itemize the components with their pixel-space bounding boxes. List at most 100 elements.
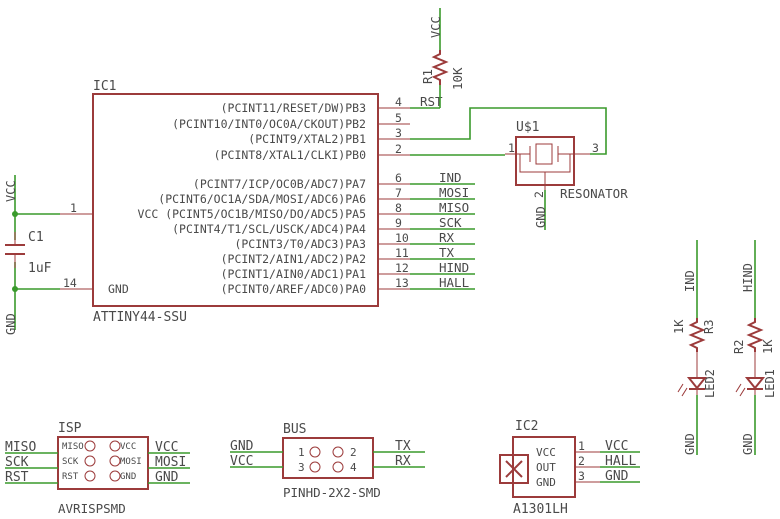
- r1-zigzag: [431, 50, 449, 85]
- resonator-name: U$1: [516, 120, 539, 135]
- net-label-tx: TX: [439, 245, 455, 260]
- bus-pin-number: 3: [298, 461, 305, 474]
- isp-pin-label: MOSI: [120, 457, 142, 467]
- net-label-mosi: MOSI: [439, 185, 469, 200]
- bus-net-label: RX: [395, 454, 411, 469]
- led2-diode-icon: [686, 377, 708, 390]
- net-label-rst: RST: [420, 94, 443, 109]
- r3-net-label: IND: [683, 270, 697, 292]
- net-label-rx: RX: [439, 230, 455, 245]
- r1[interactable]: VCC R1 10K: [420, 8, 465, 108]
- net-label-hind: HIND: [439, 260, 469, 275]
- resonator-pin3: 3: [592, 141, 599, 155]
- ic1-right-nets: [410, 107, 607, 290]
- c1-bottom-net-label: GND: [4, 313, 18, 335]
- r2-zigzag: [746, 318, 764, 352]
- ic1-pin-number: 10: [395, 231, 409, 245]
- ic1-pin-number: 2: [395, 142, 402, 156]
- resonator[interactable]: U$1 1 3 2 GND RESONATOR: [505, 120, 628, 230]
- r1-value: 10K: [450, 67, 465, 90]
- isp-header[interactable]: ISP AVRISPSMD MISO SCK RST VCC MOSI GND …: [5, 421, 190, 516]
- r2-value: 1K: [761, 339, 775, 354]
- ic1-pin-number: 1: [70, 201, 77, 215]
- bus-net-label: TX: [395, 439, 411, 454]
- ic2-sensor-x-icon: [499, 454, 529, 484]
- resonator-value: RESONATOR: [560, 186, 628, 201]
- led1-diode-icon: [744, 377, 766, 390]
- ic1-right-pin-leads: [378, 107, 410, 290]
- ic1-pin-func: (PCINT6/OC1A/SDA/MOSI/ADC6)PA6: [158, 192, 366, 206]
- ic1-pin-func: GND: [108, 282, 129, 296]
- resonator-pin1: 1: [508, 141, 515, 155]
- ic1-pin-func: (PCINT1/AIN0/ADC1)PA1: [221, 267, 366, 281]
- led1-branch[interactable]: HIND R2 1K LED1 GND: [732, 240, 777, 455]
- ic1-pin-func: (PCINT0/AREF/ADC0)PA0: [221, 282, 366, 296]
- ic1-pin-func: (PCINT7/ICP/OC0B/ADC7)PA7: [193, 177, 366, 191]
- ic1-body: [92, 93, 379, 307]
- r3-zigzag: [688, 318, 706, 352]
- junction-dot: [12, 286, 18, 292]
- ic1-pin-number: 5: [395, 111, 402, 125]
- isp-value: AVRISPSMD: [58, 501, 126, 516]
- isp-body: [57, 436, 149, 490]
- ic1-pin-func: (PCINT9/XTAL2)PB1: [248, 132, 366, 146]
- net-label-miso: MISO: [439, 200, 469, 215]
- ic1-pin-number: 12: [395, 261, 409, 275]
- resonator-gnd-label: GND: [534, 206, 548, 228]
- bus-header[interactable]: BUS PINHD-2X2-SMD GND VCC TX RX 1 3 2 4: [230, 422, 425, 500]
- bus-pin-number: 1: [298, 446, 305, 459]
- c1-top-net-label: VCC: [4, 180, 18, 202]
- bus-pin-circles: [309, 446, 344, 473]
- c1[interactable]: VCC GND C1 1uF: [4, 175, 60, 335]
- ic2-pin-func: GND: [536, 476, 556, 489]
- ic1[interactable]: IC1 ATTINY44-SSU (PCINT11/RESET/DW)PB3 (…: [60, 79, 410, 325]
- r1-name: R1: [420, 69, 435, 84]
- bus-net-label: GND: [230, 439, 254, 454]
- ic1-pin-number: 7: [395, 186, 402, 200]
- isp-net-label: VCC: [155, 440, 178, 455]
- bus-pin-number: 2: [350, 446, 357, 459]
- ic2-pin-func: VCC: [536, 446, 556, 459]
- ic2[interactable]: IC2 A1301LH VCC OUT GND 1 2 3 VCC HALL G…: [499, 419, 640, 517]
- r2-name: R2: [732, 340, 746, 354]
- isp-pin-label: MISO: [62, 442, 84, 452]
- r2-net-label: HIND: [741, 263, 755, 292]
- r3-value: 1K: [672, 319, 686, 334]
- ic1-pin-func: (PCINT2/AIN1/ADC2)PA2: [221, 252, 366, 266]
- ic1-name: IC1: [93, 79, 116, 94]
- ic1-pin-number: 13: [395, 276, 409, 290]
- ic1-pin-func: VCC (PCINT5/OC1B/MISO/DO/ADC5)PA5: [138, 207, 366, 221]
- isp-net-label: SCK: [5, 455, 29, 470]
- ic1-pin-func: (PCINT4/T1/SCL/USCK/ADC4)PA4: [172, 222, 366, 236]
- ic1-pin-number: 9: [395, 216, 402, 230]
- ic1-pin-func: (PCINT10/INT0/OC0A/CKOUT)PB2: [172, 117, 366, 131]
- isp-pin-label: RST: [62, 472, 79, 482]
- isp-name: ISP: [58, 421, 82, 436]
- c1-value: 1uF: [28, 261, 52, 276]
- ic1-pin-number: 4: [395, 95, 402, 109]
- isp-net-label: RST: [5, 470, 29, 485]
- net-label-ind: IND: [439, 170, 462, 185]
- resonator-pin2: 2: [532, 191, 546, 198]
- ic1-pin-number: 6: [395, 171, 402, 185]
- bus-name: BUS: [283, 422, 306, 437]
- junction-dot: [12, 211, 18, 217]
- ic1-value: ATTINY44-SSU: [93, 310, 187, 325]
- r3-name: R3: [702, 320, 716, 334]
- ic1-pin-func: (PCINT8/XTAL1/CLKI)PB0: [214, 148, 366, 162]
- ic2-name: IC2: [515, 419, 538, 434]
- c1-name: C1: [28, 230, 44, 245]
- ic1-pin-number: 14: [63, 276, 77, 290]
- led2-name: LED2: [703, 369, 717, 398]
- net-label-hall: HALL: [439, 275, 469, 290]
- r1-supply-label: VCC: [429, 16, 443, 38]
- isp-pin-label: GND: [120, 472, 136, 482]
- ic2-net-label: GND: [605, 469, 629, 484]
- bus-net-label: VCC: [230, 454, 253, 469]
- ic2-pin-number: 3: [578, 469, 585, 483]
- bus-pin-number: 4: [350, 461, 357, 474]
- isp-pin-circles: [84, 440, 121, 482]
- ic1-pin-number: 11: [395, 246, 409, 260]
- led2-branch[interactable]: IND 1K R3 LED2 GND: [672, 240, 717, 455]
